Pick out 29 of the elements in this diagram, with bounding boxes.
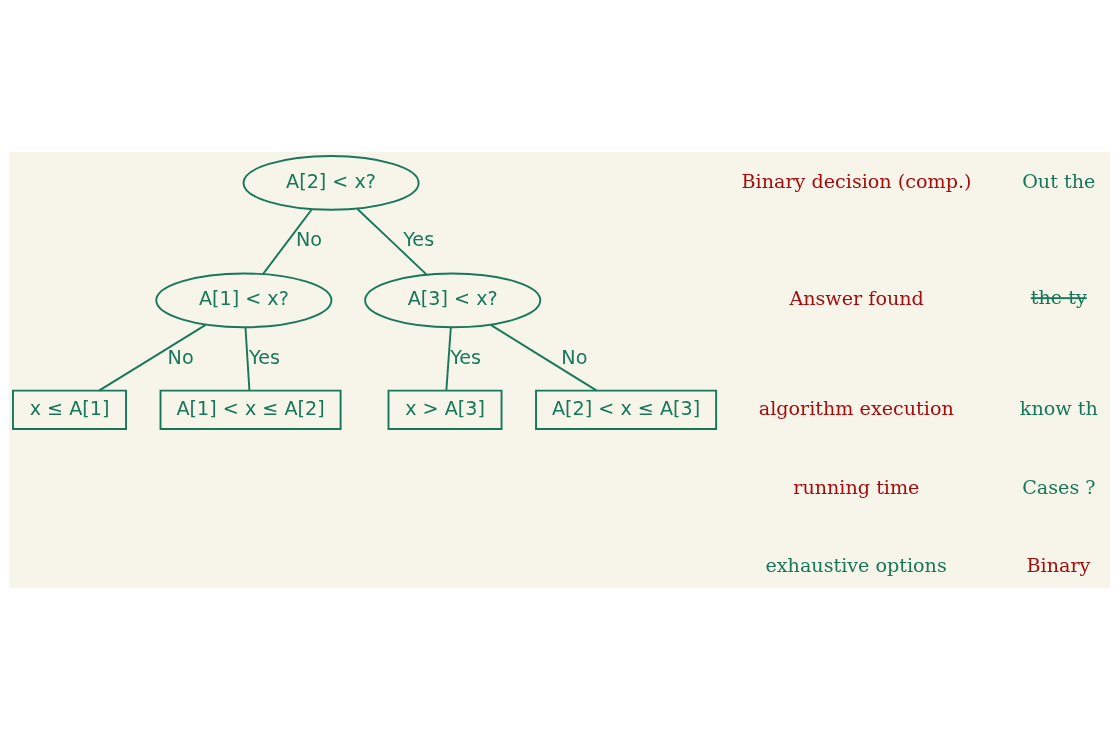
label: Binary decision (comp.)	[741, 169, 972, 193]
connector	[262, 208, 313, 275]
label: Out the	[1022, 169, 1096, 193]
label: algorithm execution	[758, 396, 954, 420]
node-ellipse: A[2] < x?	[242, 154, 420, 211]
edge-label: Yes	[403, 227, 435, 251]
node-ellipse: A[1] < x?	[155, 272, 333, 328]
label: exhaustive options	[765, 553, 947, 577]
connector	[98, 323, 207, 392]
node-box: x ≤ A[1]	[12, 389, 127, 430]
edge-label: No	[561, 345, 588, 369]
label: Answer found	[789, 286, 924, 310]
edge-label: Yes	[450, 345, 482, 369]
connector	[489, 323, 598, 392]
label: the ty	[1030, 285, 1087, 309]
connector	[244, 326, 251, 392]
edge-label: No	[167, 345, 194, 369]
label: Binary	[1026, 553, 1091, 577]
label: running time	[793, 475, 920, 499]
node-box: A[1] < x ≤ A[2]	[159, 389, 342, 430]
connector	[356, 207, 428, 275]
label: Cases ?	[1022, 475, 1096, 499]
connector	[445, 326, 452, 392]
node-box: x > A[3]	[387, 389, 503, 430]
edge-label: Yes	[249, 345, 280, 369]
node-box: A[2] < x ≤ A[3]	[535, 389, 718, 430]
node-ellipse: A[3] < x?	[364, 272, 542, 328]
edge-label: No	[295, 227, 323, 251]
label: know th	[1019, 396, 1098, 420]
